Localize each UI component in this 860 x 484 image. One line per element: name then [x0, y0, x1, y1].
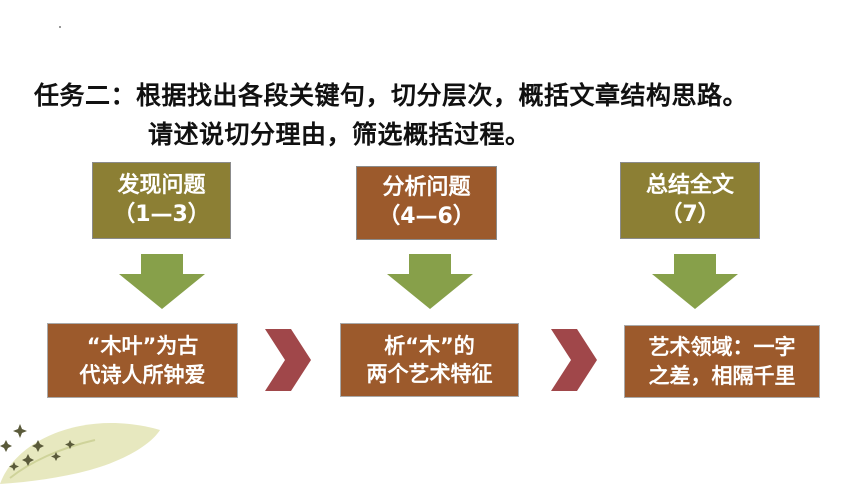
decorative-dot: [59, 26, 61, 28]
section-body-discover: “木叶”为古 代诗人所钟爱: [47, 323, 238, 398]
body-line: 艺术领域：一字: [648, 335, 796, 360]
section-range: （4—6）: [378, 204, 475, 229]
section-body-analyze: 析“木”的 两个艺术特征: [340, 323, 519, 397]
section-header-discover: 发现问题 （1—3）: [92, 162, 231, 239]
task-subtitle: 请述说切分理由，筛选概括过程。: [148, 120, 531, 149]
section-header-summary: 总结全文 （7）: [620, 162, 760, 239]
decorative-sprigs: [0, 423, 160, 484]
section-title: 总结全文: [645, 172, 734, 198]
body-line: 析“木”的: [384, 333, 475, 358]
sparkle-icon: [0, 424, 75, 471]
down-arrow-icon: [119, 254, 205, 309]
section-range: （7）: [660, 201, 720, 227]
section-header-analyze: 分析问题 （4—6）: [356, 166, 497, 240]
section-body-summary: 艺术领域：一字 之差，相隔千里: [624, 325, 820, 398]
task-title: 任务二：根据找出各段关键句，切分层次，概括文章结构思路。: [34, 81, 749, 110]
section-title: 分析问题: [382, 175, 471, 201]
body-line: 代诗人所钟爱: [79, 362, 206, 387]
body-line: 两个艺术特征: [366, 362, 493, 386]
section-range: （1—3）: [113, 201, 210, 227]
down-arrow-icon: [387, 254, 473, 309]
chevron-right-icon: [551, 329, 597, 391]
down-arrow-icon: [652, 254, 738, 309]
body-line: 之差，相隔千里: [648, 363, 796, 388]
chevron-right-icon: [265, 329, 311, 391]
body-line: “木叶”为古: [86, 334, 199, 359]
section-title: 发现问题: [117, 172, 206, 198]
